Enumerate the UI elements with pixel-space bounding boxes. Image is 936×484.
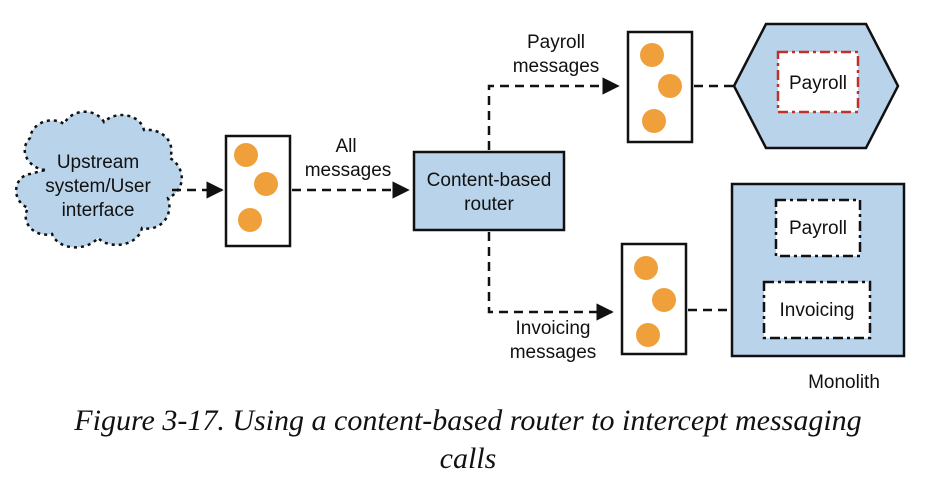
- monolith-label: Monolith: [808, 372, 880, 393]
- payroll-microservice: Payroll: [732, 22, 900, 150]
- upstream-system-cloud: Upstream system/User interface: [15, 110, 183, 249]
- router-label-line1: Content-based: [427, 170, 552, 191]
- figure-caption: Figure 3-17. Using a content-based route…: [0, 402, 936, 478]
- monolith-invoicing-label: Invoicing: [780, 300, 855, 321]
- monolith-payroll-module: [774, 198, 862, 258]
- architecture-diagram: Upstream system/User interface All messa…: [15, 22, 906, 393]
- content-based-router: Content-based router: [412, 150, 566, 232]
- message-dot: [636, 323, 660, 347]
- monolith: Payroll Invoicing: [730, 182, 906, 358]
- invoicing-messages-label-line1: Invoicing: [516, 318, 591, 339]
- upstream-label-line3: interface: [62, 200, 135, 221]
- payroll-messages-label-line1: Payroll: [527, 32, 585, 53]
- message-dot: [652, 288, 676, 312]
- all-messages-label-line2: messages: [305, 160, 392, 181]
- monolith-invoicing-module: [762, 280, 872, 340]
- message-dot: [238, 208, 262, 232]
- payroll-service-label: Payroll: [789, 73, 847, 94]
- message-dot: [234, 143, 258, 167]
- router-label-line2: router: [464, 194, 514, 215]
- upstream-label-line2: system/User: [45, 176, 151, 197]
- caption-line1: Figure 3-17. Using a content-based route…: [74, 404, 862, 437]
- message-dot: [254, 172, 278, 196]
- message-dot: [634, 256, 658, 280]
- message-queue-payroll: [626, 30, 694, 144]
- message-dot: [658, 74, 682, 98]
- arrow-router-to-invoicing-queue: [487, 232, 614, 321]
- all-messages-label-line1: All: [335, 136, 356, 157]
- invoicing-messages-label-line2: messages: [510, 342, 597, 363]
- monolith-payroll-label: Payroll: [789, 218, 847, 239]
- arrow-router-to-payroll-queue: [487, 77, 620, 150]
- caption-line2: calls: [439, 442, 497, 475]
- message-queue-invoicing: [620, 242, 688, 356]
- payroll-messages-label-line2: messages: [513, 56, 600, 77]
- message-dot: [642, 109, 666, 133]
- upstream-label-line1: Upstream: [57, 152, 139, 173]
- message-queue-all: [224, 134, 292, 248]
- message-dot: [640, 43, 664, 67]
